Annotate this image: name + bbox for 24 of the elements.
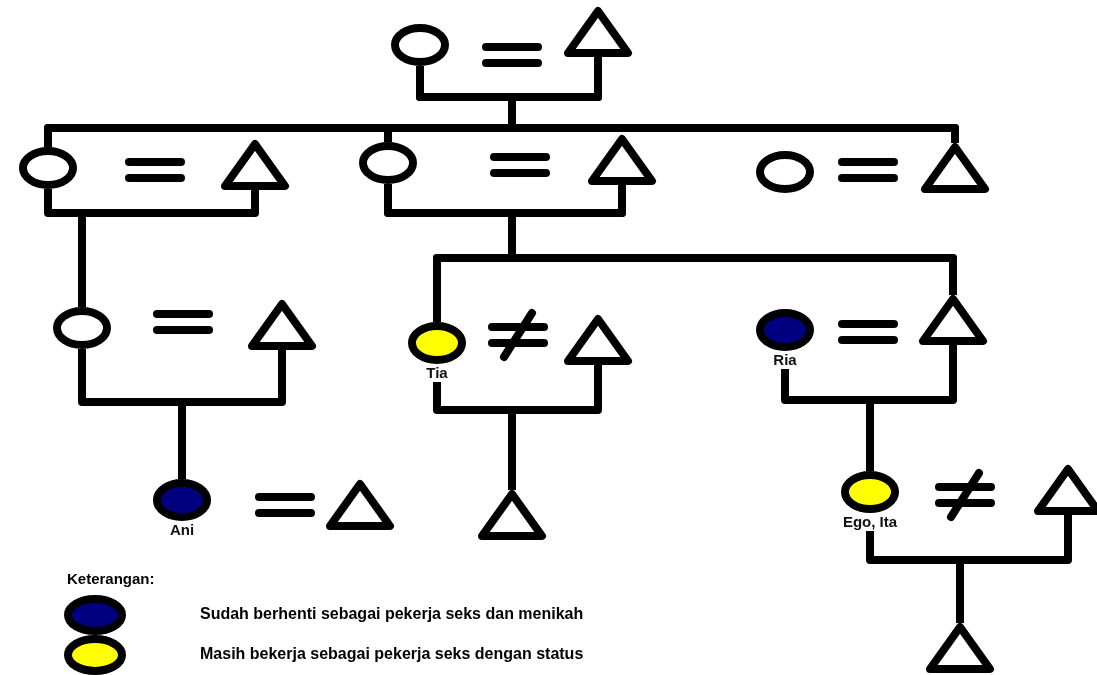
male-symbol (919, 295, 987, 345)
name-label: Ani (169, 521, 195, 538)
male-symbol (478, 490, 546, 540)
female-symbol (391, 24, 449, 66)
male-symbol (221, 140, 289, 190)
legend-heading: Keterangan: (67, 570, 155, 587)
female-symbol (359, 142, 417, 184)
legend-text: Masih bekerja sebagai pekerja seks dengan status (200, 645, 584, 663)
name-label: Ria (773, 351, 797, 368)
male-symbol (921, 143, 989, 193)
name-label: Ego, Ita (842, 513, 898, 530)
male-symbol (588, 135, 656, 185)
male-symbol (926, 623, 994, 673)
female-symbol (756, 151, 814, 193)
male-symbol (248, 300, 316, 350)
name-label: Tia (426, 364, 448, 381)
legend-text: Sudah berhenti sebagai pekerja seks dan menikah (200, 605, 584, 623)
male-symbol (564, 315, 632, 365)
male-symbol (564, 7, 632, 57)
female-symbol (53, 307, 111, 349)
male-symbol (326, 480, 394, 530)
female-symbol (19, 147, 77, 189)
female-symbol (841, 471, 899, 531)
male-symbol (1034, 465, 1097, 515)
